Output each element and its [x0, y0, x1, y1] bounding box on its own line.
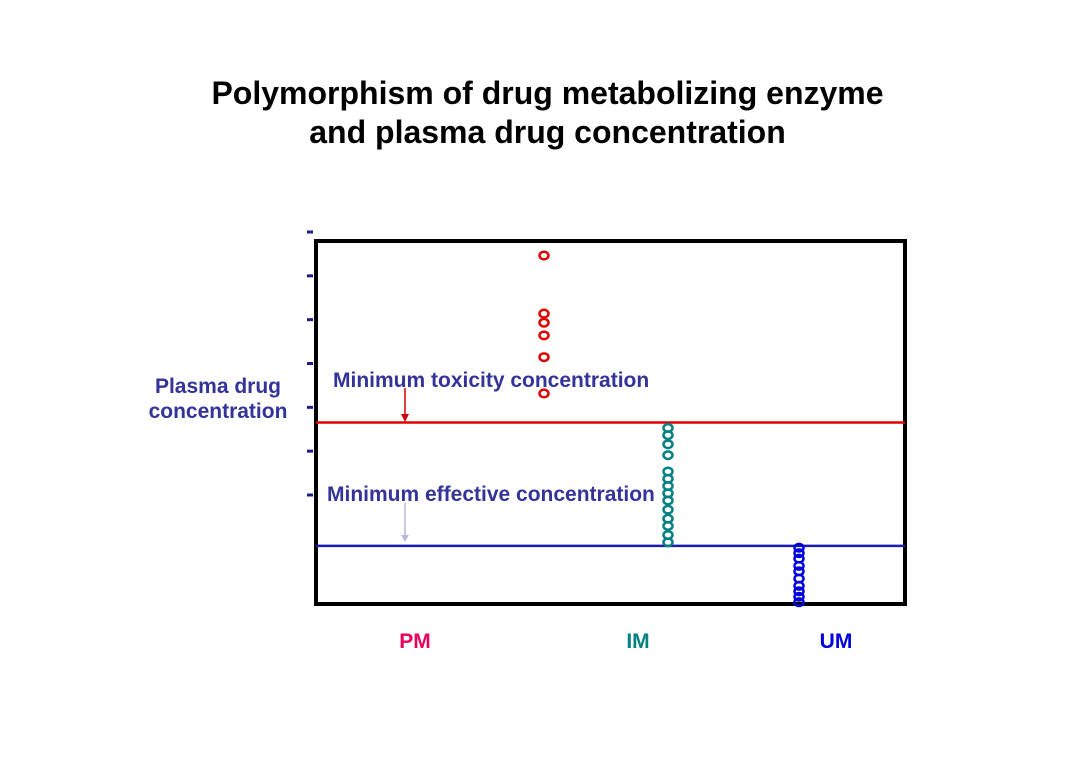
slide-title-line-2: and plasma drug concentration — [309, 114, 786, 150]
data-point-im — [662, 504, 674, 515]
data-point-um — [793, 542, 805, 553]
category-label-pm: PM — [399, 630, 431, 653]
data-point-pm — [538, 352, 550, 363]
category-label-um: UM — [819, 630, 853, 653]
effective-arrow-head — [401, 535, 409, 542]
data-point-pm — [538, 250, 550, 261]
min-toxicity-label: Minimum toxicity concentration — [333, 369, 650, 392]
category-label-im: IM — [626, 630, 650, 653]
data-point-um — [793, 597, 805, 608]
data-point-pm — [538, 308, 550, 319]
data-point-pm — [538, 317, 550, 328]
data-point-im — [662, 495, 674, 506]
data-point-pm — [538, 388, 550, 399]
toxicity-arrow-head — [401, 414, 409, 422]
data-point-im — [662, 439, 674, 450]
data-point-um — [793, 586, 805, 597]
y-axis-label-line-2: concentration — [148, 400, 288, 424]
min-effective-label: Minimum effective concentration — [327, 483, 655, 506]
slide-title-line-1: Polymorphism of drug metabolizing enzyme — [211, 75, 884, 111]
data-point-im — [662, 450, 674, 461]
data-point-im — [662, 520, 674, 532]
y-axis-label-line-1: Plasma drug — [154, 375, 282, 398]
data-point-um — [793, 580, 805, 591]
data-point-um — [793, 591, 805, 602]
data-point-um — [793, 560, 805, 571]
y-axis-label: Plasma drug concentration — [128, 374, 308, 424]
data-point-im — [662, 537, 674, 548]
data-point-im — [662, 430, 674, 441]
data-point-um — [793, 548, 805, 559]
data-point-pm — [538, 330, 550, 341]
